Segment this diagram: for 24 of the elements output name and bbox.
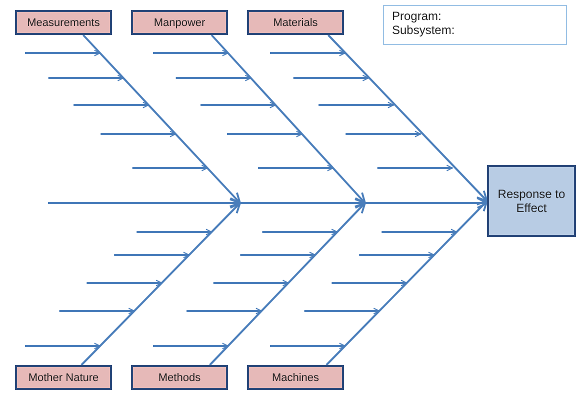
- category-box: [15, 10, 112, 35]
- category-box: [15, 365, 112, 390]
- category-label: Materials: [273, 16, 318, 28]
- category-box: [247, 365, 344, 390]
- category-box: [131, 365, 228, 390]
- bone-arrow: [326, 200, 488, 366]
- category-label: Machines: [272, 372, 320, 384]
- effect-box: [487, 165, 576, 237]
- bone-arrow: [209, 202, 366, 366]
- bone-arrow: [80, 202, 241, 366]
- category-label: Manpower: [154, 16, 206, 28]
- category-label: Measurements: [27, 16, 100, 28]
- category-label: Mother Nature: [28, 372, 99, 384]
- category-label: Methods: [158, 372, 201, 384]
- category-box: [131, 10, 228, 35]
- field-label: Subsystem:: [392, 23, 455, 37]
- bone-arrow: [327, 34, 488, 202]
- spine-arrow: [48, 197, 487, 209]
- info-box: [383, 5, 567, 45]
- category-box: [247, 10, 344, 35]
- effect-label: Response to Effect: [496, 187, 566, 215]
- bone-arrow: [210, 34, 366, 204]
- bone-arrow: [82, 34, 241, 204]
- field-label: Program:: [392, 9, 442, 23]
